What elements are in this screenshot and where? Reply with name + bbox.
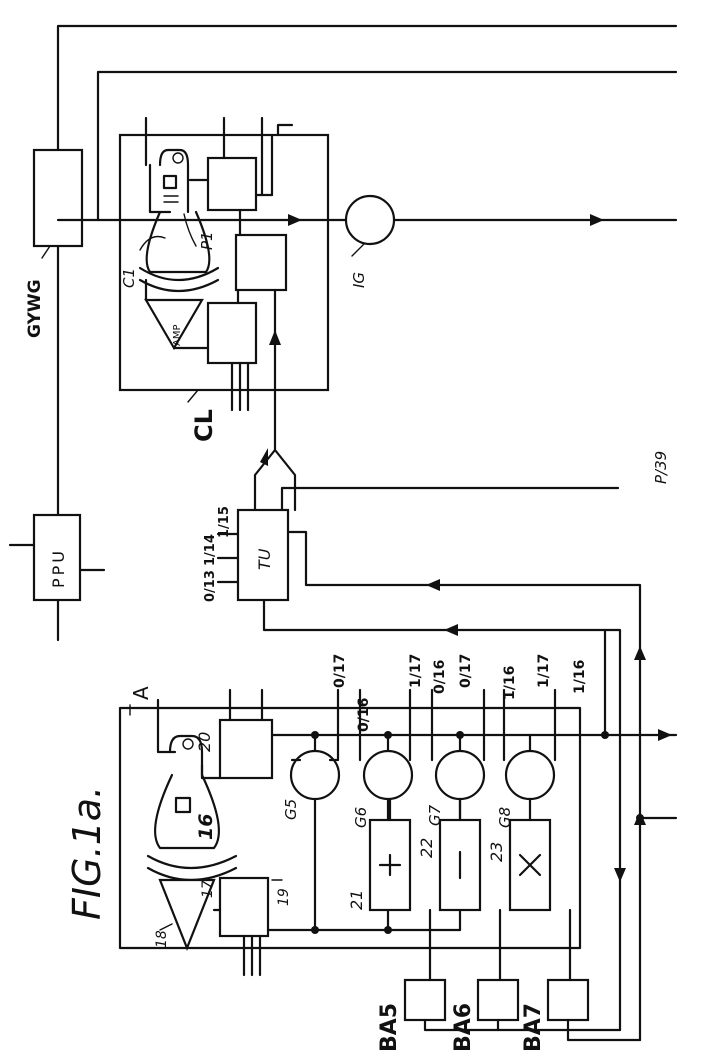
figure-title: FIG.1a.	[65, 786, 109, 920]
arrow-head	[658, 729, 672, 741]
tu-label: TU	[255, 548, 274, 570]
arrow-head	[634, 811, 646, 825]
g6-label: G6	[352, 807, 370, 828]
gate-label: 0/17	[458, 654, 474, 688]
g7-label: G7	[426, 804, 444, 826]
g5-label: G5	[282, 799, 300, 820]
ref-16: 16	[195, 814, 217, 840]
amp-label: AMP	[172, 325, 183, 347]
arrow-head	[634, 646, 646, 660]
gate-label: 0/16	[356, 698, 372, 732]
ppu-box: PPU	[8, 513, 106, 602]
ref-21: 21	[347, 890, 366, 910]
cl-block: AMP	[118, 116, 330, 412]
ppu-label: PPU	[49, 548, 68, 588]
ref-22: 22	[417, 838, 436, 858]
gate-label: 1/17	[536, 654, 552, 688]
c1-label: C1	[120, 268, 138, 288]
ref-19: 19	[276, 888, 292, 906]
gywg-box	[32, 148, 84, 248]
tu-box: TU 0/13 1/14 1/15	[203, 506, 290, 602]
ref-23: 23	[487, 842, 506, 862]
arrow-head	[590, 214, 604, 226]
ba-boxes	[403, 908, 642, 1042]
ba6-label: BA6	[451, 1003, 476, 1052]
gate-label: 0/17	[332, 654, 348, 688]
g8-label: G8	[496, 807, 514, 828]
op-symbols	[378, 850, 542, 880]
arrow-head	[288, 214, 302, 226]
gate-label: 1/16	[502, 666, 518, 700]
arrow-head	[614, 868, 626, 882]
gate-label: 0/16	[432, 660, 448, 694]
arrow-head	[269, 330, 281, 345]
ba7-label: BA7	[521, 1003, 546, 1052]
arrow-head	[260, 448, 268, 466]
ref-17: 17	[200, 880, 216, 898]
ig-label: IG	[350, 272, 368, 288]
ref-18: 18	[154, 930, 170, 948]
top-bus-lines	[56, 24, 678, 642]
arrow-head	[426, 579, 440, 591]
tu-input-label: 0/13	[203, 570, 218, 602]
ba5-label: BA5	[377, 1003, 402, 1052]
arrow-head	[444, 624, 458, 636]
tu-input-label: 1/14	[203, 534, 218, 566]
p39-label: P/39	[652, 451, 670, 484]
gate-label: 1/17	[408, 654, 424, 688]
cl-label: CL	[190, 409, 218, 442]
tu-input-label: 1/15	[217, 506, 232, 538]
ig-gate	[344, 194, 396, 246]
p1-label: P1	[198, 231, 216, 250]
ref-20: 20	[195, 732, 214, 752]
gywg-label: GYWG	[25, 279, 45, 338]
a-label: A	[129, 686, 153, 700]
gate-label: 1/16	[572, 660, 588, 694]
